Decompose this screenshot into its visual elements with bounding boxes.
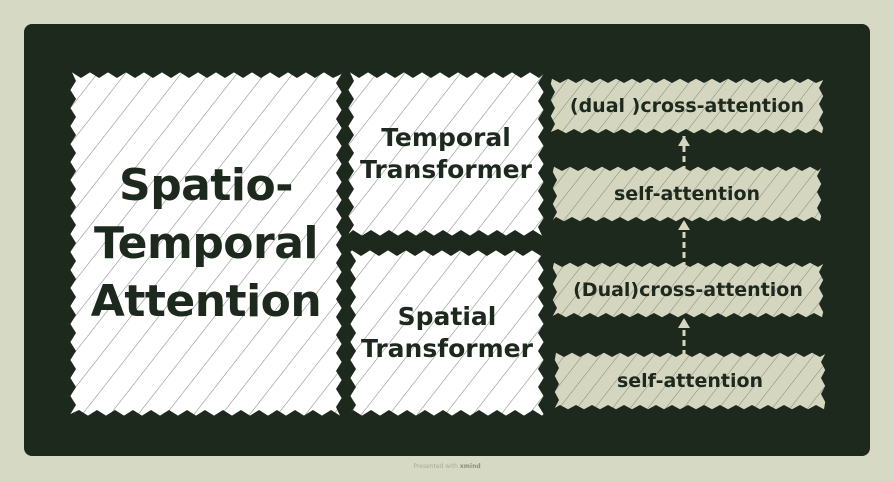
arrow-head-2 [678,220,690,230]
spatio-temporal-attention-box[interactable] [70,72,342,416]
footer-credit: Presented with xmind [0,463,894,470]
footer-brand: xmind [459,463,481,470]
arrow-head-1 [678,136,690,146]
layer-box-self-attention-1[interactable] [552,166,822,222]
footer-prefix: Presented with [413,463,458,470]
layer-box-dual-cross-attention[interactable] [550,78,824,134]
spatial-transformer-box[interactable] [350,250,544,416]
diagram-shapes [70,72,826,416]
layer-box-dual-cross-attention-2[interactable] [552,262,824,318]
temporal-transformer-box[interactable] [348,72,544,236]
arrow-head-3 [678,318,690,328]
layer-box-self-attention-2[interactable] [554,352,826,410]
diagram-canvas: Spatio- Temporal Attention Temporal Tran… [24,24,870,456]
